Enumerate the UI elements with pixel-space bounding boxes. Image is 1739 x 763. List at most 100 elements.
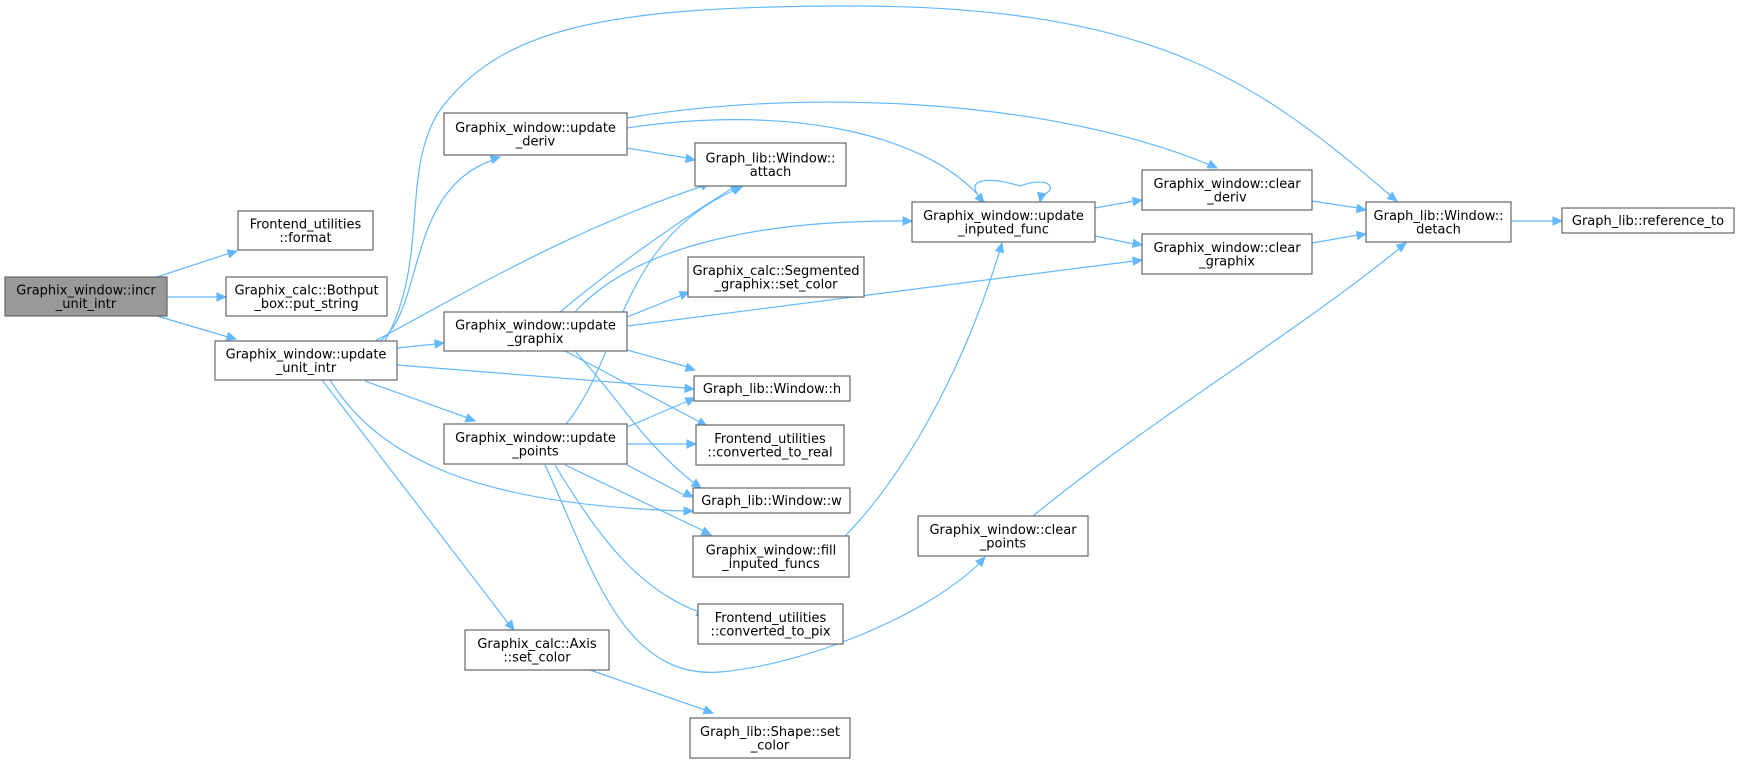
- node-window-h-box[interactable]: [693, 375, 851, 402]
- node-detach-box[interactable]: [1365, 201, 1512, 243]
- node-incr-unit-intr[interactable]: Graphix_window::incr_unit_intr: [4, 276, 168, 317]
- node-update-inputed-func-box[interactable]: [911, 201, 1096, 243]
- node-incr-unit-intr-label-line-1: Graphix_window::incr: [16, 283, 156, 298]
- edge-update-unit-intr-to-update-points: [364, 380, 477, 423]
- node-converted-to-real-box[interactable]: [695, 424, 845, 466]
- edge-fill-inputed-funcs-to-update-inputed-func-arrowhead: [994, 241, 1005, 254]
- edge-update-inputed-func-to-update-inputed-func: [974, 179, 1051, 204]
- edge-update-graphix-to-update-inputed-func: [574, 216, 914, 313]
- node-seg-set-color-label-line-2: _graphix::set_color: [714, 277, 839, 292]
- edge-update-unit-intr-to-window-w-arrowhead: [683, 506, 695, 516]
- edge-axis-set-color-to-shape-set-color-line: [589, 669, 706, 711]
- node-put-string-box[interactable]: [225, 276, 388, 317]
- node-clear-points[interactable]: Graphix_window::clear_points: [917, 515, 1089, 557]
- nodes-layer: Graphix_window::incr_unit_intrFrontend_u…: [4, 112, 1735, 759]
- node-attach-box[interactable]: [694, 142, 847, 187]
- edge-clear-graphix-to-detach: [1311, 230, 1368, 244]
- node-clear-points-box[interactable]: [917, 515, 1089, 557]
- edge-update-unit-intr-to-attach-line: [374, 185, 704, 342]
- node-axis-set-color[interactable]: Graphix_calc::Axis::set_color: [464, 629, 610, 671]
- edge-clear-points-to-detach-line: [1032, 247, 1401, 517]
- edge-update-graphix-to-update-inputed-func-line: [574, 220, 905, 313]
- edge-update-graphix-to-window-w: [574, 350, 702, 489]
- node-seg-set-color[interactable]: Graphix_calc::Segmented_graphix::set_col…: [687, 256, 865, 298]
- edge-incr-unit-intr-to-put-string: [167, 292, 228, 302]
- edge-update-unit-intr-to-axis-set-color: [321, 379, 515, 631]
- node-converted-to-pix-box[interactable]: [697, 603, 844, 645]
- edge-update-unit-intr-to-update-deriv-arrowhead: [489, 155, 502, 165]
- edge-update-inputed-func-to-update-inputed-func-line: [974, 179, 1051, 203]
- edge-update-inputed-func-to-clear-deriv-line: [1094, 200, 1135, 209]
- node-detach-label-line-2: detach: [1416, 222, 1461, 237]
- node-update-unit-intr-label-line-2: _unit_intr: [275, 361, 337, 376]
- edge-incr-unit-intr-to-update-unit-intr-line: [156, 315, 229, 338]
- edge-update-points-to-converted-to-pix-line: [554, 464, 700, 613]
- node-update-graphix-box[interactable]: [443, 311, 628, 352]
- edge-update-points-to-window-h: [626, 397, 697, 428]
- node-clear-deriv-box[interactable]: [1141, 169, 1313, 211]
- edge-update-deriv-to-clear-deriv-arrowhead: [1206, 159, 1219, 169]
- edge-update-unit-intr-to-detach: [384, 5, 1398, 342]
- edge-update-points-to-attach: [565, 186, 744, 425]
- node-format-box[interactable]: [237, 210, 374, 251]
- node-fill-inputed-funcs[interactable]: Graphix_window::fill_inputed_funcs: [692, 535, 850, 578]
- node-update-points-label-line-2: _points: [511, 444, 559, 459]
- node-window-h[interactable]: Graph_lib::Window::h: [693, 375, 851, 402]
- edge-update-graphix-to-window-h-arrowhead: [684, 362, 697, 372]
- node-converted-to-real[interactable]: Frontend_utilities::converted_to_real: [695, 424, 845, 466]
- node-update-graphix[interactable]: Graphix_window::update_graphix: [443, 311, 628, 352]
- node-update-points-box[interactable]: [443, 423, 628, 465]
- edge-update-unit-intr-to-update-graphix-arrowhead: [434, 339, 446, 349]
- node-update-inputed-func-label-line-1: Graphix_window::update: [923, 209, 1084, 224]
- node-update-points[interactable]: Graphix_window::update_points: [443, 423, 628, 465]
- node-incr-unit-intr-box[interactable]: [4, 276, 168, 317]
- edge-update-inputed-func-to-update-inputed-func-arrowhead: [1037, 191, 1047, 204]
- edge-update-graphix-to-clear-graphix: [626, 256, 1144, 327]
- node-reference-to[interactable]: Graph_lib::reference_to: [1561, 207, 1735, 234]
- node-reference-to-box[interactable]: [1561, 207, 1735, 234]
- node-converted-to-pix-label-line-1: Frontend_utilities: [715, 611, 827, 626]
- edge-update-graphix-to-clear-graphix-line: [626, 260, 1135, 327]
- node-put-string[interactable]: Graphix_calc::Bothput_box::put_string: [225, 276, 388, 317]
- edge-update-unit-intr-to-window-w: [329, 379, 695, 516]
- edge-update-unit-intr-to-axis-set-color-arrowhead: [504, 619, 515, 631]
- node-clear-graphix-box[interactable]: [1141, 233, 1313, 275]
- node-clear-points-label-line-1: Graphix_window::clear: [929, 523, 1077, 538]
- node-seg-set-color-box[interactable]: [687, 256, 865, 298]
- node-clear-deriv[interactable]: Graphix_window::clear_deriv: [1141, 169, 1313, 211]
- edge-update-points-to-clear-points: [544, 464, 986, 673]
- node-converted-to-real-label-line-1: Frontend_utilities: [714, 432, 826, 447]
- edge-clear-graphix-to-detach-arrowhead: [1355, 230, 1368, 241]
- node-attach-label-line-1: Graph_lib::Window::: [706, 151, 836, 166]
- node-shape-set-color[interactable]: Graph_lib::Shape::set_color: [689, 717, 851, 759]
- node-update-unit-intr-box[interactable]: [214, 340, 398, 381]
- node-shape-set-color-box[interactable]: [689, 717, 851, 759]
- node-attach-label-line-2: attach: [750, 165, 792, 180]
- node-update-deriv-box[interactable]: [443, 112, 628, 156]
- edge-update-graphix-to-seg-set-color-arrowhead: [678, 291, 691, 300]
- node-update-unit-intr[interactable]: Graphix_window::update_unit_intr: [214, 340, 398, 381]
- node-fill-inputed-funcs-box[interactable]: [692, 535, 850, 578]
- node-update-inputed-func[interactable]: Graphix_window::update_inputed_func: [911, 201, 1096, 243]
- edge-update-graphix-to-converted-to-real-line: [564, 350, 701, 423]
- edge-update-points-to-window-h-arrowhead: [684, 397, 697, 407]
- edge-update-unit-intr-to-axis-set-color-line: [321, 379, 509, 624]
- node-window-w-box[interactable]: [692, 487, 851, 514]
- node-window-w[interactable]: Graph_lib::Window::w: [692, 487, 851, 514]
- node-axis-set-color-label-line-1: Graphix_calc::Axis: [477, 637, 597, 652]
- node-detach[interactable]: Graph_lib::Window::detach: [1365, 201, 1512, 243]
- edge-clear-deriv-to-detach-line: [1311, 200, 1359, 209]
- edge-clear-deriv-to-detach-arrowhead: [1355, 203, 1368, 214]
- node-reference-to-label-line-1: Graph_lib::reference_to: [1572, 214, 1724, 229]
- node-update-unit-intr-label-line-1: Graphix_window::update: [226, 347, 387, 362]
- edge-incr-unit-intr-to-put-string-arrowhead: [216, 292, 228, 302]
- node-attach[interactable]: Graph_lib::Window::attach: [694, 142, 847, 187]
- node-update-deriv[interactable]: Graphix_window::update_deriv: [443, 112, 628, 156]
- node-format[interactable]: Frontend_utilities::format: [237, 210, 374, 251]
- node-window-h-label-line-1: Graph_lib::Window::h: [703, 382, 841, 397]
- node-clear-graphix[interactable]: Graphix_window::clear_graphix: [1141, 233, 1313, 275]
- node-shape-set-color-label-line-1: Graph_lib::Shape::set: [700, 725, 840, 740]
- node-axis-set-color-box[interactable]: [464, 629, 610, 671]
- edge-update-graphix-to-seg-set-color: [626, 291, 691, 318]
- node-converted-to-pix[interactable]: Frontend_utilities::converted_to_pix: [697, 603, 844, 645]
